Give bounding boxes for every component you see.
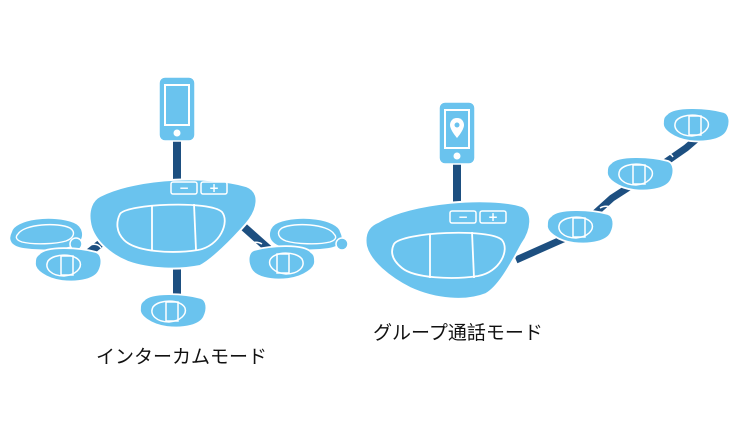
intercom-right-headset	[247, 217, 349, 281]
group-mode-caption: グループ通話モード	[373, 322, 543, 344]
group-link-chain	[514, 133, 703, 264]
smartphone-icon	[158, 76, 196, 142]
smartphone-location-icon	[438, 101, 476, 165]
intercom-bottom-headset	[139, 289, 208, 329]
group-headset-3	[662, 103, 731, 143]
intercom-main-unit: − +	[88, 178, 258, 270]
intercom-mode-caption: インターカムモード	[96, 346, 268, 368]
group-main-unit: − +	[364, 200, 532, 300]
group-headset-2	[606, 152, 675, 192]
plus-button-label: +	[488, 210, 498, 224]
minus-button-label: −	[458, 210, 468, 224]
intercom-left-headset	[8, 217, 103, 283]
group-headset-1	[546, 205, 615, 245]
group-mode-group: − +	[364, 101, 731, 300]
intercom-mode-group: − +	[8, 76, 349, 329]
plus-button-label: +	[209, 181, 219, 195]
minus-button-label: −	[179, 181, 189, 195]
